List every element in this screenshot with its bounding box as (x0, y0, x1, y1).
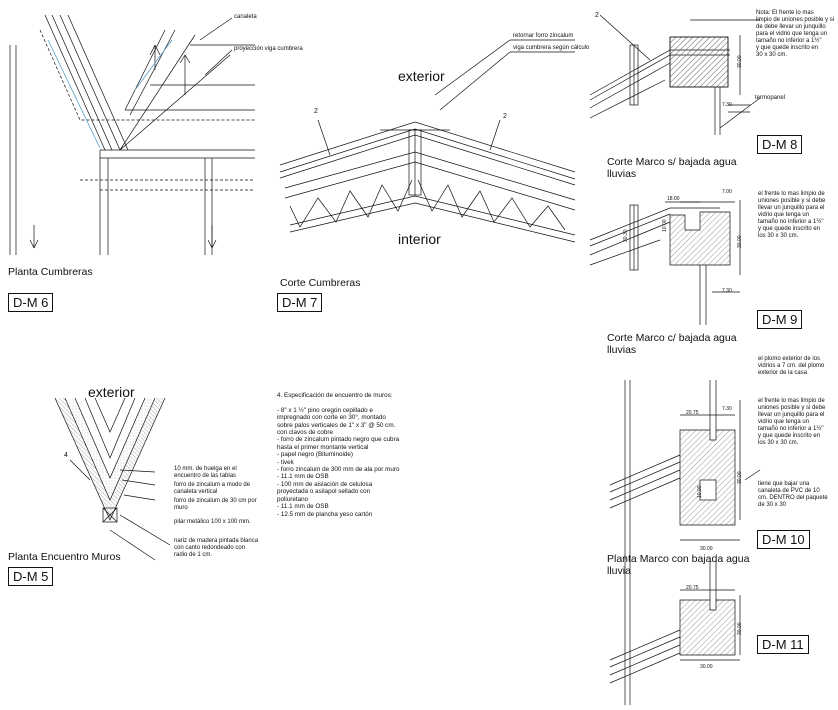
dim-d9-18: 18.00 (667, 196, 680, 202)
dm10-hatch-block (679, 429, 736, 526)
dm5-insulation (65, 398, 155, 500)
dm6-title: Planta Cumbreras (8, 266, 93, 278)
canaleta-pvc-note: tiene que bajar una canaleta de PVC de 1… (758, 481, 828, 508)
dim-d10-7: 7.30 (722, 406, 732, 412)
dm5-title: Planta Encuentro Muros (8, 551, 121, 563)
dim-d8-30: 30.00 (737, 55, 743, 68)
dim-d11-30v: 30.00 (737, 622, 743, 635)
dm5-forro-30-label: forro de zincalum de 30 cm por muro (174, 498, 257, 511)
dim-d10-2075: 20.75 (686, 410, 699, 416)
dm9-code: D-M 9 (757, 310, 803, 329)
dim-d8-7: 7.30 (722, 102, 732, 108)
dm6-code: D-M 6 (8, 293, 54, 312)
dm9-hatch-block (669, 211, 731, 266)
dim-d9-angle: 30.30 (623, 229, 629, 242)
dim-d10-10: 10.00 (697, 485, 703, 498)
plomo-note: el plomo exterior de los vidrios a 7 cm.… (758, 356, 825, 376)
callout-2c: 2 (595, 12, 599, 19)
dm5-pilar-label: pilar metálico 100 x 100 mm. (174, 519, 251, 525)
dm11-code: D-M 11 (757, 635, 809, 654)
dm5-holgura-label: 10 mm. de huelga en el encuentro de las … (174, 466, 237, 479)
callout-2a: 2 (314, 108, 318, 115)
dim-d10-30v: 30.00 (737, 471, 743, 484)
termopanel-label: termopanel (755, 95, 786, 101)
dm5-nariz-label: nariz de madera pintada blanca con canto… (174, 538, 259, 558)
spec-encuentro-muros: 4. Especificación de encuentro de muros:… (277, 392, 400, 518)
dim-d11-2075: 20.75 (686, 585, 699, 591)
dm7-code: D-M 7 (277, 293, 323, 312)
exterior-label: exterior (398, 68, 445, 84)
dim-d9-73: 7.30 (722, 288, 732, 294)
dim-d11-30h: 30.00 (700, 664, 713, 670)
dim-d9-10: 10.00 (662, 219, 668, 232)
dm5-outer-cladding (55, 398, 165, 520)
dim-d9-7: 7.00 (722, 189, 732, 195)
callout-2b: 2 (503, 113, 507, 120)
dm5-code: D-M 5 (8, 567, 54, 586)
dm8-code: D-M 8 (757, 135, 803, 154)
callout-4: 4 (64, 452, 68, 459)
dm8-note: Nota: El frente lo mas limpio de uniones… (756, 10, 835, 58)
dm5-exterior-label: exterior (88, 384, 135, 400)
dm5-forro-canal-label: forro de zincalum a modo de canaleta ver… (174, 482, 251, 495)
viga-cumbrera-label: viga cumbrera según cálculo (513, 45, 590, 51)
dm9-drawing (589, 200, 741, 325)
retornar-forro-label: retornar forro zincalum (513, 33, 574, 39)
dm11-drawing (609, 555, 741, 705)
dm10-note: el frente lo mas limpio de uniones posib… (758, 398, 826, 446)
dm10-pvc-canal (699, 479, 717, 501)
interior-label: interior (398, 231, 441, 247)
dm10-title: Corte Marco c/ bajada agua lluvias (607, 332, 737, 356)
proyeccion-viga-label: proyección viga cumbrera (234, 46, 303, 52)
dm8-hatch-block (669, 36, 729, 88)
dm6-accent-lines (47, 39, 173, 149)
canaleta-label: canaleta (234, 14, 257, 20)
dm9-title: Corte Marco s/ bajada agua lluvias (607, 156, 737, 180)
dm7-drawing (279, 39, 576, 243)
dm10-drawing (609, 380, 761, 560)
dm7-title: Corte Cumbreras (280, 277, 361, 289)
dim-d9-30: 30.00 (737, 235, 743, 248)
dim-d10-30h: 30.00 (700, 546, 713, 552)
dm10-code: D-M 10 (757, 530, 810, 549)
dm11-title: Planta Marco con bajada agua lluvia (607, 553, 750, 577)
dm9-note: el frente lo mas limpio de uniones posib… (758, 191, 826, 239)
dm6-drawing (9, 14, 255, 255)
dm11-hatch-block (679, 599, 736, 656)
